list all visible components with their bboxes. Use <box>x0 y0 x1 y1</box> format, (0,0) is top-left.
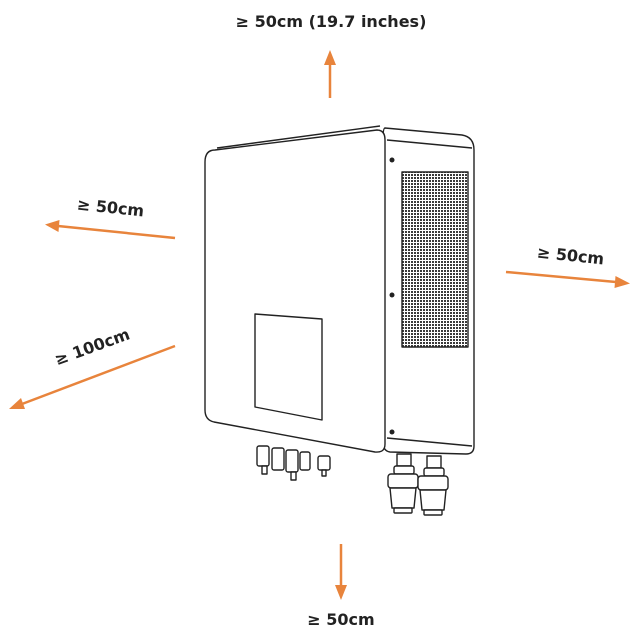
arrow-down-icon <box>335 544 347 600</box>
bottom-clearance-label: ≥ 50cm <box>307 610 374 629</box>
cable-glands <box>387 453 449 516</box>
arrow-left-icon <box>45 220 176 240</box>
arrow-front-icon <box>9 344 176 409</box>
inverter-icon <box>204 125 475 516</box>
display-window <box>254 313 323 421</box>
inverter-front-panel <box>204 129 386 453</box>
right-clearance-label: ≥ 50cm <box>536 243 605 269</box>
top-clearance-label: ≥ 50cm (19.7 inches) <box>236 12 427 31</box>
arrow-up-icon <box>324 50 336 98</box>
side-vent <box>401 171 469 348</box>
front-clearance-label: ≥ 100cm <box>52 324 132 369</box>
bottom-connectors <box>256 445 331 481</box>
left-clearance-label: ≥ 50cm <box>76 195 145 221</box>
arrow-right-icon <box>505 270 630 288</box>
arrows <box>9 50 630 600</box>
